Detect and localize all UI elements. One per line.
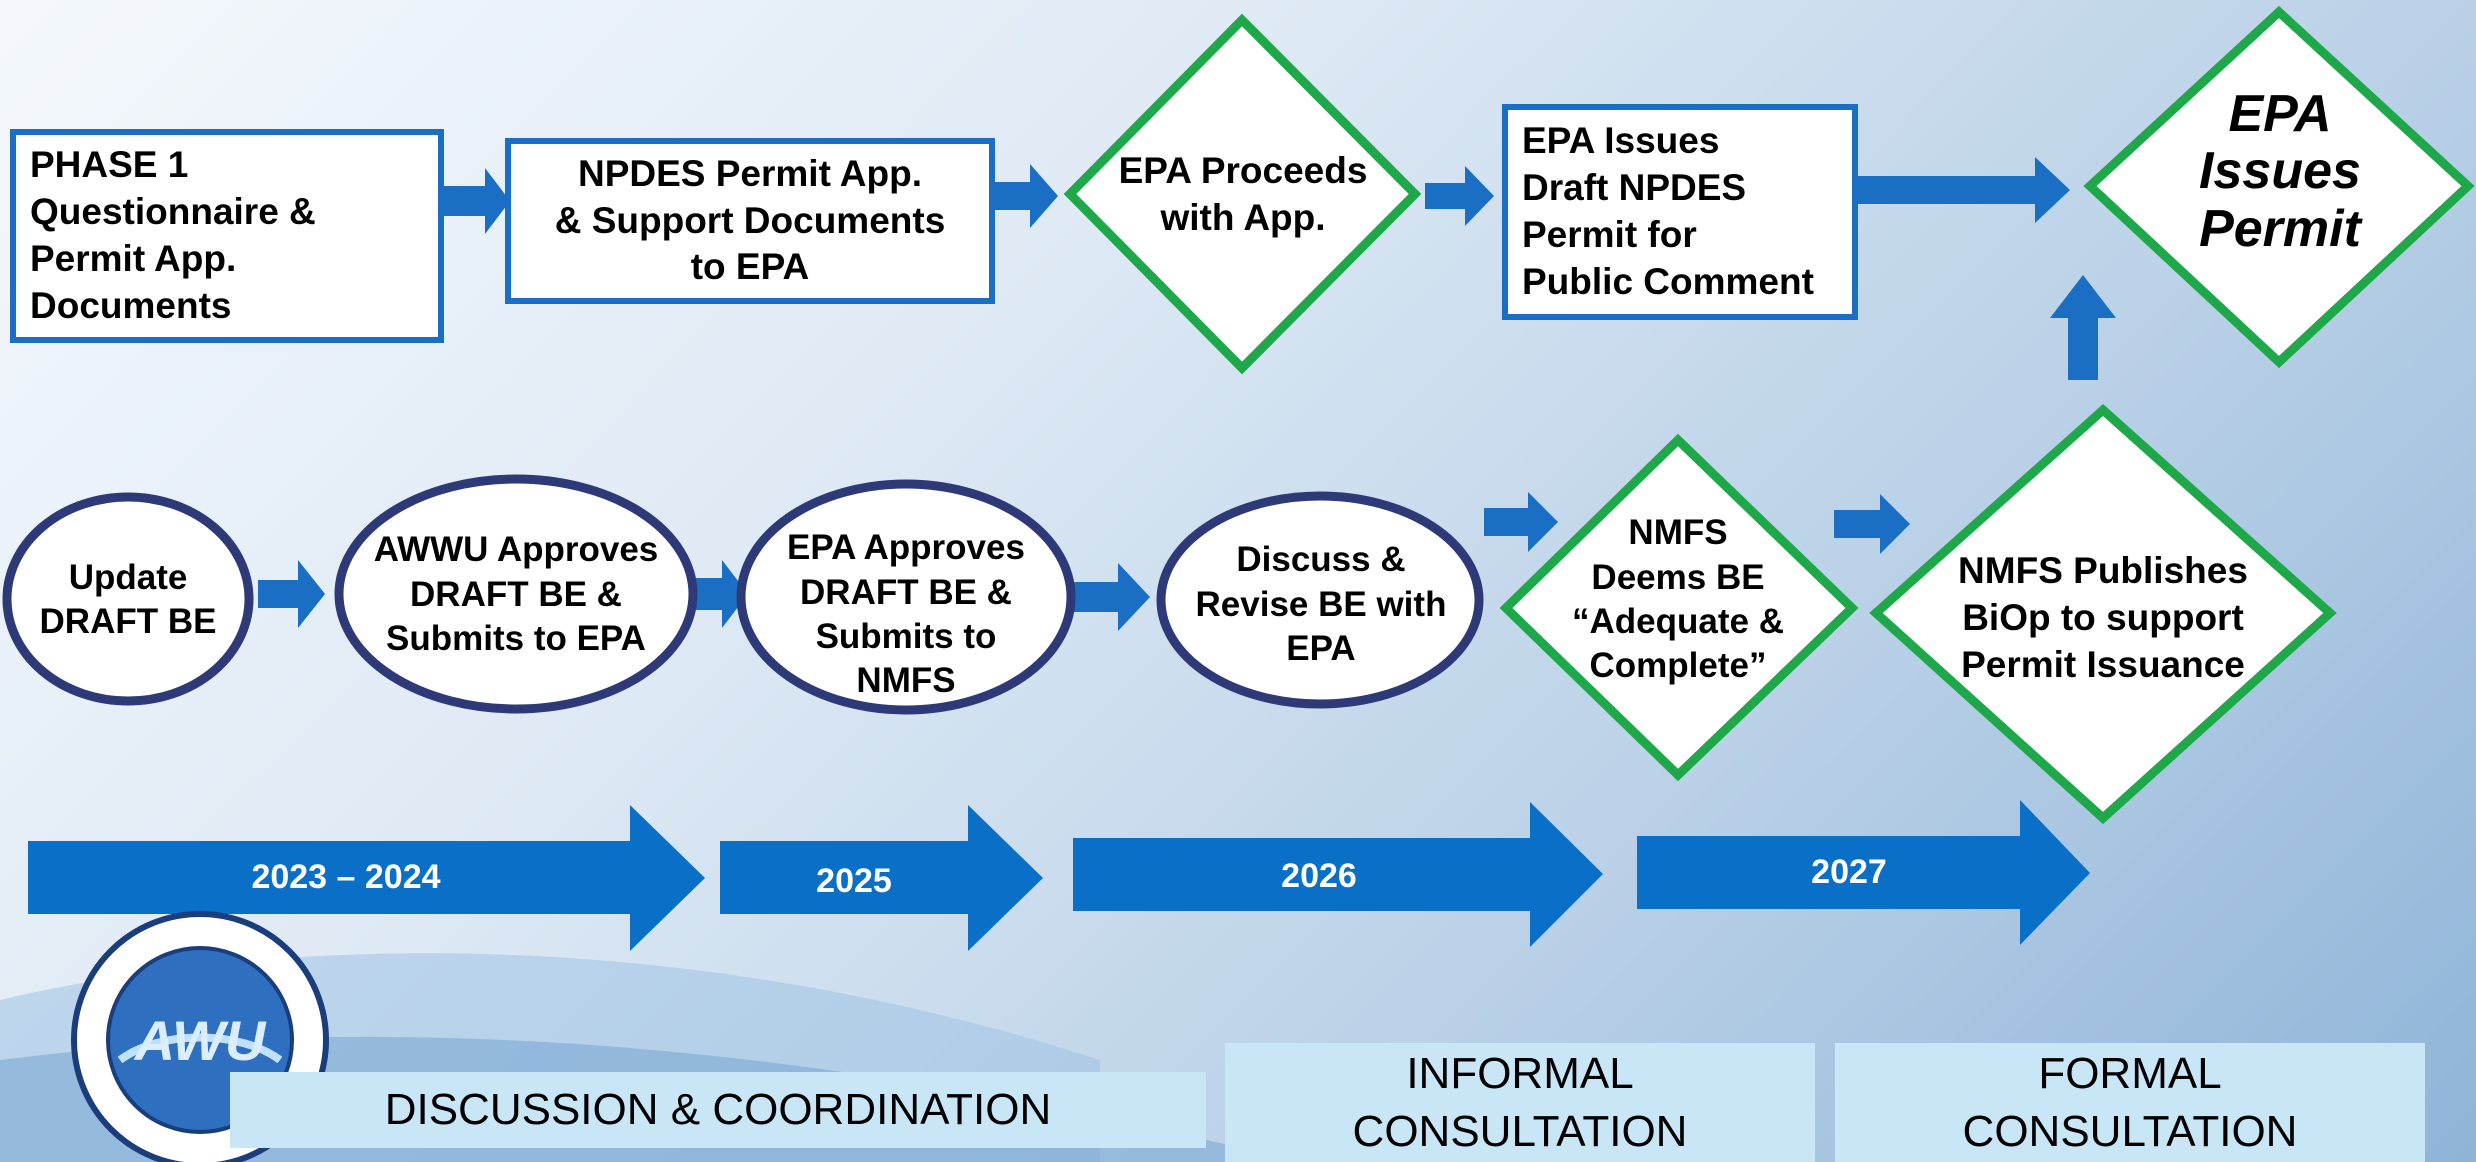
diamond2-line3: “Adequate & <box>1572 602 1784 641</box>
final-line2: Issues <box>2199 142 2361 201</box>
oval1-line2: DRAFT BE <box>39 602 217 641</box>
oval2-line2: DRAFT BE & <box>410 574 622 614</box>
box-npdes-text: NPDES Permit App. & Support Documents to E… <box>512 145 988 297</box>
box-npdes-line2: & Support Documents <box>554 199 946 241</box>
oval1-line1: Update <box>68 557 188 597</box>
box-npdes-line3: to EPA <box>690 246 810 288</box>
box-phase1-line1: PHASE 1 <box>30 144 189 186</box>
oval-update-draft-be <box>2 492 254 706</box>
oval-epa-approves <box>736 479 1076 715</box>
box3-line3: Permit for <box>1522 214 1697 255</box>
timeline-arrow-2026 <box>1073 802 1603 947</box>
box-phase1 <box>10 129 444 343</box>
timeline-arrow-2025 <box>720 805 1043 951</box>
diamond3-line1: NMFS Publishes <box>1958 549 2248 591</box>
timeline-label-2023-2024: 2023 – 2024 <box>251 858 441 896</box>
oval3-line3: Submits to <box>815 617 997 656</box>
box3-line1: EPA Issues <box>1522 120 1720 162</box>
diamond1-line2: with App. <box>1160 197 1326 238</box>
timeline-arrow-2023-2024 <box>28 805 705 951</box>
diamond3-line3: Permit Issuance <box>1961 643 2245 685</box>
diamond2-line2: Deems BE <box>1591 557 1765 597</box>
band-informal-consultation: INFORMAL CONSULTATION <box>1225 1043 1815 1162</box>
diamond-epa-proceeds <box>1063 13 1422 375</box>
oval3-line2: DRAFT BE & <box>800 572 1012 612</box>
diamond1-line1: EPA Proceeds <box>1118 150 1368 192</box>
oval4-line3: EPA <box>1286 629 1356 669</box>
informal-line1: INFORMAL <box>1406 1049 1634 1099</box>
arrow-diamond2-to-diamond3 <box>1834 494 1910 554</box>
diamond-nmfs-publishes <box>1869 403 2337 825</box>
formal-line1: FORMAL <box>2038 1049 2222 1099</box>
arrow-oval2-to-oval3 <box>694 560 748 628</box>
arrow-oval4-to-diamond2 <box>1484 492 1558 552</box>
final-line3: Permit <box>2199 199 2361 258</box>
informal-line2: CONSULTATION <box>1352 1106 1688 1156</box>
timeline-arrow-2027 <box>1637 800 2090 945</box>
oval-discuss-revise <box>1156 491 1484 709</box>
box-phase1-line4: Documents <box>30 284 232 326</box>
box3-line2: Draft NPDES <box>1522 167 1747 209</box>
box3-line4: Public Comment <box>1522 260 1814 302</box>
diamond2-line1: NMFS <box>1628 513 1728 553</box>
logo-wordmark: AWU <box>134 1008 266 1072</box>
box-npdes-line1: NPDES Permit App. <box>577 152 923 194</box>
arrow-oval1-to-oval2 <box>258 560 325 628</box>
oval3-line4: NMFS <box>856 661 956 701</box>
oval4-line2: Revise BE with <box>1195 584 1447 624</box>
band-discussion-coordination: DISCUSSION & COORDINATION <box>230 1072 1206 1148</box>
oval4-line1: Discuss & <box>1236 540 1406 580</box>
arrow-oval3-to-oval4 <box>1072 563 1150 631</box>
final-line1: EPA <box>2228 85 2332 144</box>
diamond-nmfs-deems <box>1499 433 1859 782</box>
timeline-label-2027: 2027 <box>1811 853 1887 891</box>
formal-line2: CONSULTATION <box>1962 1106 2298 1156</box>
band-formal-consultation: FORMAL CONSULTATION <box>1835 1043 2425 1162</box>
box-epa-issues-draft <box>1502 104 1858 320</box>
oval2-line1: AWWU Approves <box>373 530 659 570</box>
oval-awwu-approves <box>334 474 698 714</box>
box-phase1-text: PHASE 1 Questionnaire & Permit App. Documen… <box>20 138 436 334</box>
diamond3-line2: BiOp to support <box>1962 596 2244 638</box>
timeline-label-2026: 2026 <box>1281 857 1357 895</box>
arrow-up-to-final <box>2050 275 2116 380</box>
diamond-epa-issues-permit <box>2083 5 2475 369</box>
box-npdes-app <box>505 138 995 304</box>
timeline-label-2025: 2025 <box>816 862 892 900</box>
arrow-box1-to-box2 <box>440 168 510 234</box>
arrow-box2-to-diamond1 <box>993 164 1058 228</box>
arrow-box3-to-final <box>1856 157 2070 223</box>
diamond-epa-proceeds-text: EPA Proceeds with App. <box>1100 140 1386 250</box>
oval3-line1: EPA Approves <box>787 528 1025 568</box>
box-phase1-line2: Questionnaire & <box>30 191 316 233</box>
oval2-line3: Submits to EPA <box>386 619 646 659</box>
box-phase1-line3: Permit App. <box>30 238 237 279</box>
arrow-diamond1-to-box3 <box>1425 166 1494 226</box>
diamond2-line4: Complete” <box>1589 646 1767 686</box>
